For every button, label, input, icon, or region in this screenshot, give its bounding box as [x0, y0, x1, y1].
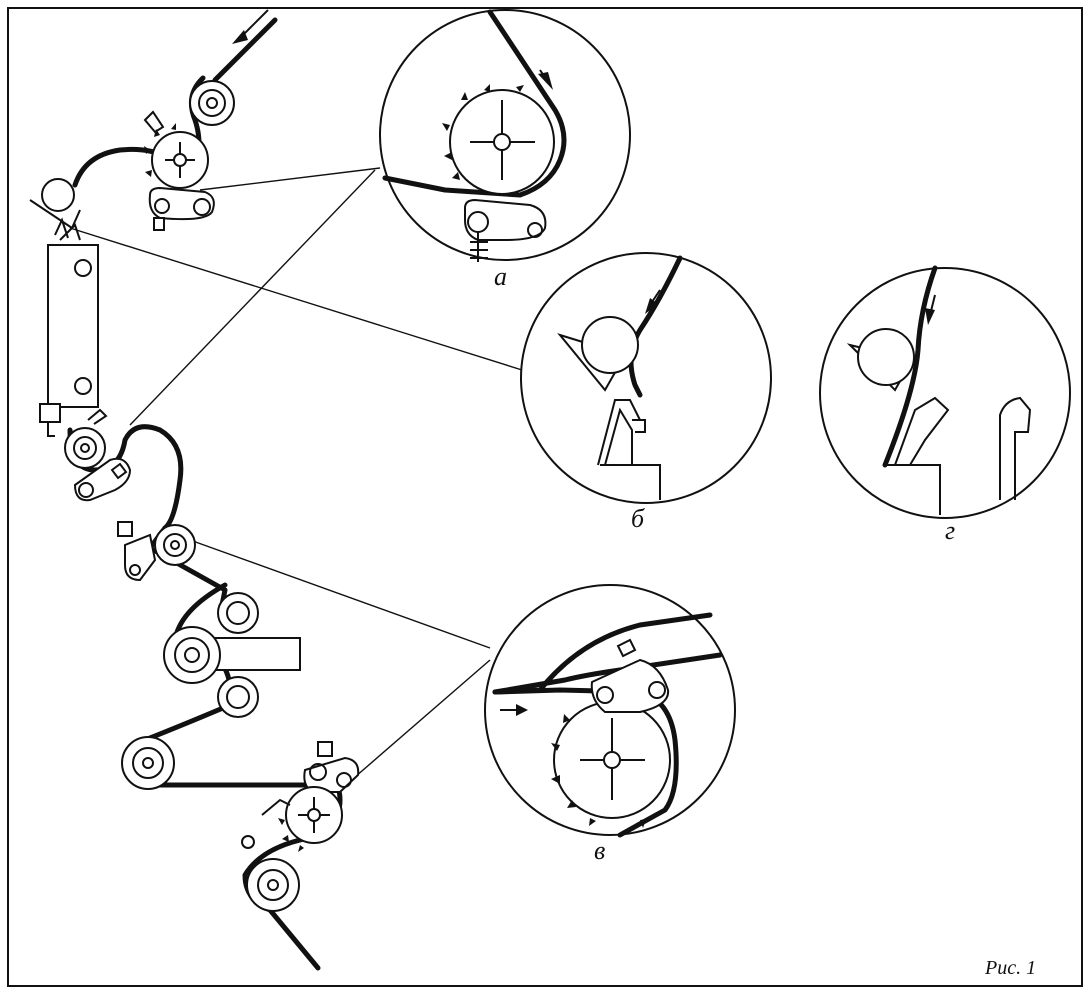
- lower-pressure-arm: [303, 741, 360, 793]
- detail-a: [379, 9, 631, 262]
- film-gate: [39, 217, 99, 437]
- loop-roller: [29, 178, 81, 230]
- detail-d-label: г: [945, 516, 956, 545]
- lower-guide-roller-1: [117, 521, 196, 582]
- upper-feed-roller: [189, 80, 235, 126]
- detail-c: [484, 584, 736, 838]
- upper-pressure-arm: [143, 110, 215, 231]
- lower-guide-roller-3: [217, 676, 259, 718]
- detail-a-label: а: [494, 262, 507, 291]
- figure-frame: [7, 7, 1083, 987]
- middle-pressure-arm: [73, 457, 132, 502]
- figure-caption: Рис. 1: [985, 957, 1037, 979]
- lower-guide-roller-4: [121, 736, 175, 790]
- upper-sprocket: [144, 123, 209, 189]
- lower-sprocket: [241, 786, 343, 852]
- middle-sprocket: [64, 408, 108, 469]
- takeup-roller: [246, 858, 300, 912]
- leader-lines: [69, 167, 523, 791]
- detail-d: [819, 265, 1071, 519]
- sound-drum: [163, 626, 301, 684]
- detail-b-label: б: [631, 504, 645, 533]
- lower-guide-roller-2: [217, 592, 259, 634]
- film-direction-arrow: [232, 9, 269, 44]
- detail-c-label: в: [594, 836, 606, 865]
- detail-b: [520, 252, 772, 504]
